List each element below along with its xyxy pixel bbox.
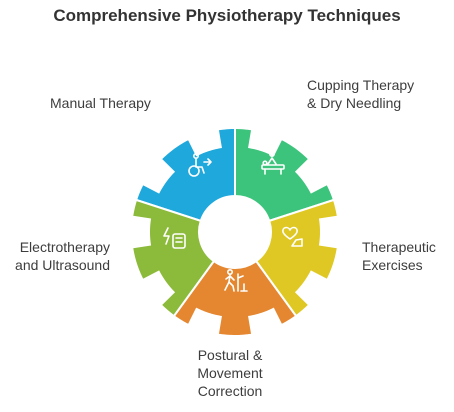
gear-segment-electro [131, 198, 216, 318]
label-line: Postural & [197, 347, 263, 363]
label-line: Movement [197, 365, 263, 381]
massage-table-icon [261, 150, 285, 175]
gear-segment-exercises [254, 198, 339, 318]
gear-hub [199, 196, 271, 268]
label-cupping-therapy: Cupping Therapy & Dry Needling [307, 76, 414, 112]
label-manual-therapy: Manual Therapy [50, 94, 151, 112]
heart-arm-icon [282, 226, 303, 247]
label-line: Electrotherapy [19, 239, 110, 255]
wheelchair-person-icon [188, 152, 212, 177]
label-line: Cupping Therapy [307, 77, 415, 93]
page-title: Comprehensive Physiotherapy Techniques [53, 6, 401, 25]
label-line: Manual Therapy [50, 95, 151, 111]
label-line: & Dry Needling [307, 95, 402, 111]
label-electrotherapy: Electrotherapy and Ultrasound [10, 238, 110, 274]
label-line: Exercises [362, 257, 423, 273]
electro-device-icon [163, 227, 186, 249]
label-line: and Ultrasound [15, 257, 110, 273]
label-postural-correction: Postural & Movement Correction [170, 346, 290, 400]
gear-segment-postural [172, 259, 298, 338]
label-line: Correction [197, 383, 263, 399]
gear-segment-manual [134, 126, 236, 223]
label-line: Therapeutic [362, 239, 436, 255]
walking-person-icon [224, 268, 248, 292]
gear-segment-cupping [234, 126, 336, 223]
label-therapeutic-exercises: Therapeutic Exercises [362, 238, 436, 274]
